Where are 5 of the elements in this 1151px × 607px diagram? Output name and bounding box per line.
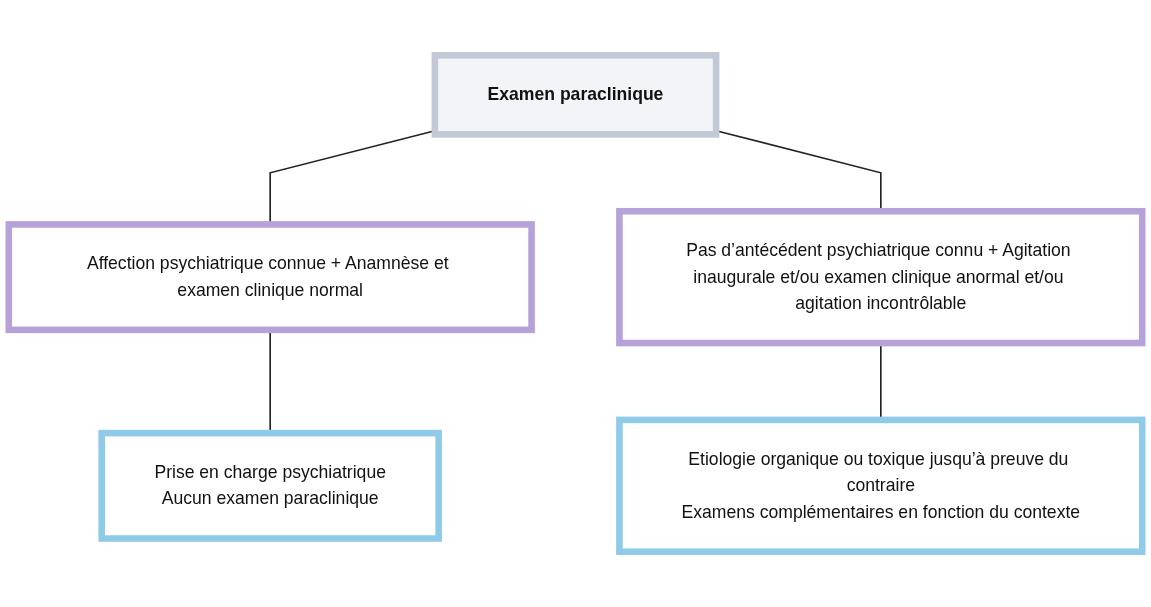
node-box: Examen paraclinique	[431, 52, 720, 138]
node-box: Prise en charge psychiatrique Aucun examen paraclinique	[98, 429, 442, 542]
node-box: Etiologie organique ou toxique jusqu’à preuve du contraire Examens complémentaires en fonction du contexte	[616, 416, 1146, 555]
node-box: Affection psychiatrique connue + Anamnèse et examen clinique normal	[5, 221, 535, 334]
node-box: Pas d’antécédent psychiatrique connu + Agitation inaugurale et/ou examen clinique anormal et/ou agitation incontrôlable	[616, 207, 1146, 347]
